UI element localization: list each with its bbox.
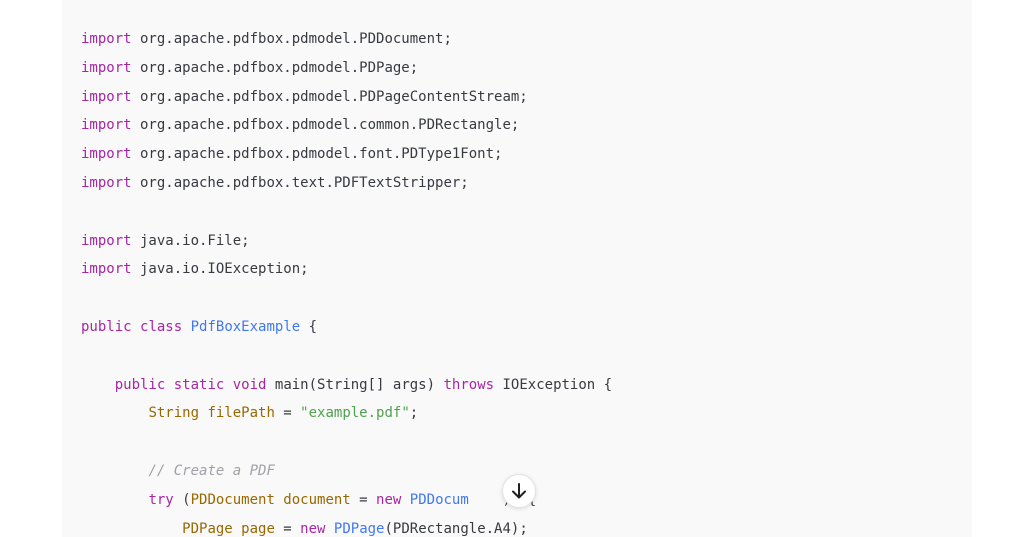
code-keyword: import [81,146,132,163]
code-text: org.apache.pdfbox.pdmodel.PDPage; [131,59,419,76]
code-text: org.apache.pdfbox.pdmodel.font.PDType1Fo… [131,146,503,163]
code-text: IOException { [494,376,613,393]
code-text [325,521,333,537]
code-keyword: class [140,318,183,335]
arrow-down-icon [512,483,526,499]
code-line: import org.apache.pdfbox.pdmodel.PDPageC… [81,83,972,112]
code-type: String filePath [148,405,275,422]
code-line: import java.io.IOException; [81,255,972,284]
code-line: // Create a PDF [81,457,972,486]
code-text [165,377,173,393]
code-keyword: import [81,31,132,47]
code-text [81,405,148,421]
code-keyword: import [81,261,132,278]
code-text [81,377,115,393]
code-keyword: void [232,376,267,393]
code-keyword: new [376,491,402,508]
code-line: import org.apache.pdfbox.text.PDFTextStr… [81,169,972,198]
code-comment: // Create a PDF [148,462,275,479]
code-text: = [350,491,377,508]
code-text: org.apache.pdfbox.pdmodel.PDDocument; [131,31,452,47]
code-keyword: static [173,376,225,393]
code-text [224,377,232,393]
code-line: String filePath = "example.pdf"; [81,399,972,428]
code-text [81,492,148,508]
code-text: (PDRectangle.A4); [384,520,528,537]
code-line: PDPage page = new PDPage(PDRectangle.A4)… [81,515,972,537]
code-class-name: PDDocum [409,491,469,508]
code-text [182,319,190,335]
code-line: import org.apache.pdfbox.pdmodel.common.… [81,111,972,140]
code-line: try (PDDocument document = new PDDocum )… [81,486,972,515]
code-text [132,319,140,335]
code-text [81,521,182,537]
code-block: import org.apache.pdfbox.pdmodel.PDDocum… [62,0,972,537]
code-line: public class PdfBoxExample { [81,313,972,342]
code-text: java.io.IOException; [131,261,309,278]
code-line: import org.apache.pdfbox.pdmodel.font.PD… [81,140,972,169]
code-keyword: import [81,232,132,249]
code-text [81,463,148,479]
code-keyword: import [81,174,132,191]
code-text: org.apache.pdfbox.text.PDFTextStripper; [131,174,469,191]
code-keyword: public [114,376,166,393]
code-content: import org.apache.pdfbox.pdmodel.PDDocum… [62,0,972,537]
code-text: { [300,318,318,335]
code-line: ​ [81,284,972,313]
code-text [401,492,409,508]
code-line: import org.apache.pdfbox.pdmodel.PDPage; [81,54,972,83]
code-string: "example.pdf" [300,405,410,422]
code-keyword: throws [443,376,495,393]
code-keyword: public [81,318,132,335]
code-line: import java.io.File; [81,227,972,256]
code-text: ( [173,491,191,508]
code-keyword: import [81,88,132,105]
code-class-name: PDPage [333,520,385,537]
code-keyword: import [81,117,132,134]
code-keyword: try [148,491,174,508]
code-text: = [274,520,301,537]
code-text: org.apache.pdfbox.pdmodel.common.PDRecta… [131,117,520,134]
code-text: ; [409,405,419,422]
code-text: = [274,405,301,422]
code-text: main(String[] args) [266,376,444,393]
code-text: org.apache.pdfbox.pdmodel.PDPageContentS… [131,88,528,105]
scroll-to-bottom-button[interactable] [502,474,536,508]
code-line: ​ [81,428,972,457]
code-text: java.io.File; [131,232,250,249]
code-line: ​ [81,198,972,227]
code-type: PDDocument document [190,491,351,508]
code-line: public static void main(String[] args) t… [81,371,972,400]
code-type: PDPage page [182,520,275,537]
code-line: import org.apache.pdfbox.pdmodel.PDDocum… [81,25,972,54]
code-line: ​ [81,342,972,371]
code-keyword: new [300,520,326,537]
code-class-name: PdfBoxExample [190,318,301,335]
code-keyword: import [81,59,132,76]
